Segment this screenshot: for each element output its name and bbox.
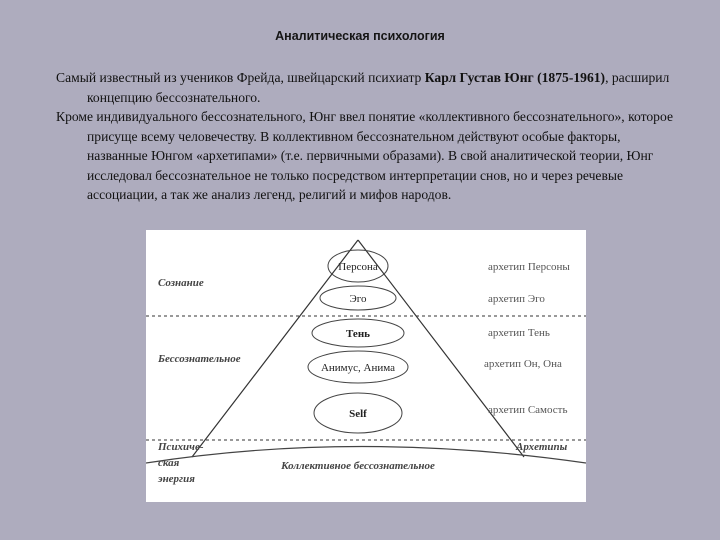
archetype-animus: архетип Он, Она <box>484 358 562 370</box>
jung-psyche-diagram: Персона Эго Тень Анимус, Анима Self Колл… <box>146 230 586 502</box>
psychic-energy-line1: Психиче- <box>157 441 204 453</box>
slide-title: Аналитическая психология <box>275 29 445 43</box>
consciousness-label: Сознание <box>158 277 204 289</box>
ego-label: Эго <box>350 293 367 305</box>
persona-label: Персона <box>338 261 378 273</box>
shadow-oval <box>311 318 405 348</box>
archetype-shadow: архетип Тень <box>488 327 550 339</box>
animus-label: Анимус, Анима <box>321 362 395 374</box>
pyramid-left-edge <box>191 239 359 458</box>
psychic-energy-line2: ская <box>158 457 180 469</box>
paragraph-1: Самый известный из учеников Фрейда, швей… <box>56 68 676 107</box>
p1-after: , расширил концепцию бессознательного. <box>87 70 670 105</box>
self-oval <box>313 392 403 434</box>
shadow-label: Тень <box>346 328 370 340</box>
pyramid-right-edge <box>357 239 525 458</box>
paragraph-2: Кроме индивидуального бессознательного, … <box>56 109 673 202</box>
archetype-self: архетип Самость <box>488 404 567 416</box>
collective-label: Коллективное бессознательное <box>280 460 435 472</box>
body-text: Самый известный из учеников Фрейда, швей… <box>56 68 676 205</box>
persona-oval <box>327 249 389 283</box>
p1-before: Самый известный из учеников Фрейда, швей… <box>56 70 425 85</box>
archetypes-header: Архетипы <box>515 441 568 453</box>
diagram-svg: Персона Эго Тень Анимус, Анима Self Колл… <box>146 239 586 485</box>
archetype-ego: архетип Эго <box>488 293 545 305</box>
unconscious-label: Бессознательное <box>157 353 241 365</box>
animus-oval <box>307 350 409 384</box>
self-label: Self <box>349 408 367 420</box>
archetype-persona: архетип Персоны <box>488 261 570 273</box>
collective-arc <box>146 445 586 464</box>
ego-oval <box>319 285 397 311</box>
p1-bold: Карл Густав Юнг (1875-1961) <box>424 70 606 85</box>
psychic-energy-line3: энергия <box>157 473 195 485</box>
